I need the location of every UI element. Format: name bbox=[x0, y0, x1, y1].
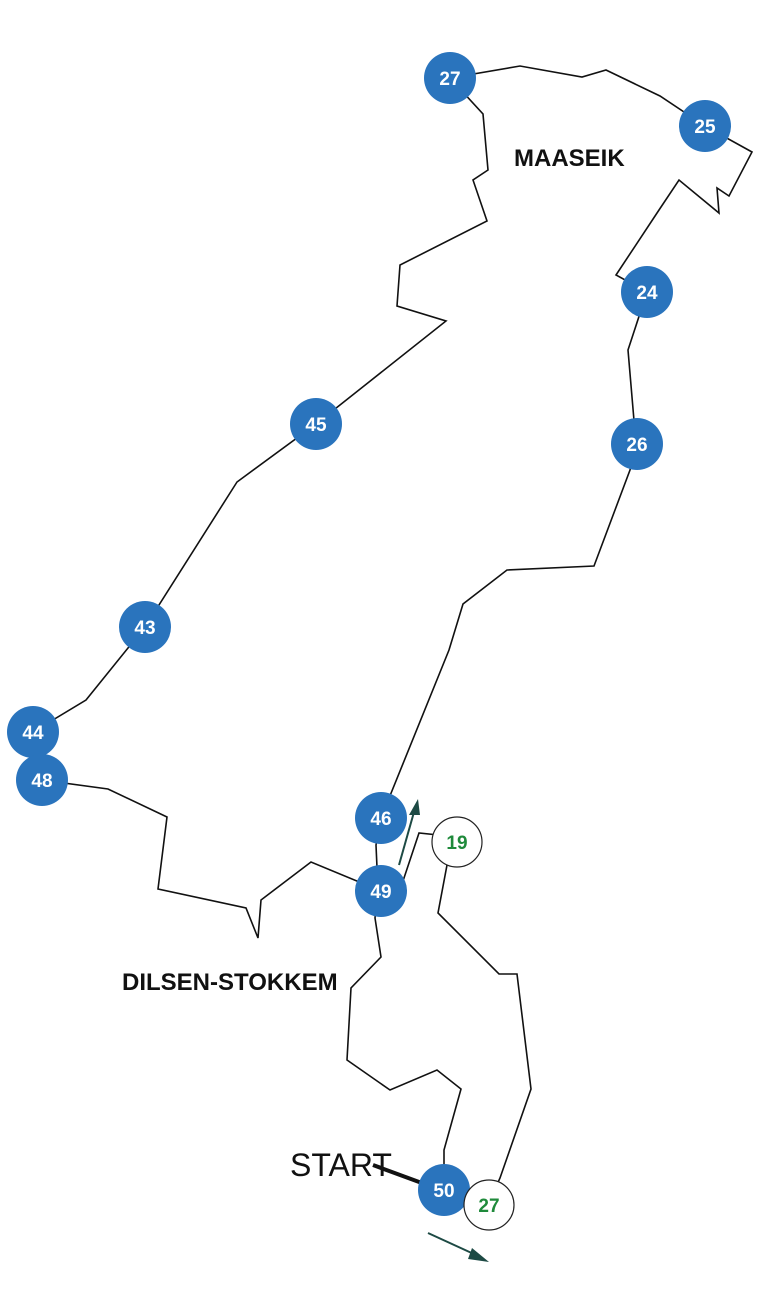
connector-node-label: 19 bbox=[446, 833, 467, 854]
route-node-label: 49 bbox=[370, 882, 391, 903]
route-node-label: 26 bbox=[626, 435, 647, 456]
route-node-label: 45 bbox=[305, 415, 327, 436]
connector-node-label: 27 bbox=[478, 1196, 499, 1217]
route-node-label: 43 bbox=[134, 618, 155, 639]
route-node-45[interactable]: 45 bbox=[290, 398, 342, 450]
route-node-44[interactable]: 44 bbox=[7, 706, 59, 758]
place-label-dilsen-stokkem: DILSEN-STOKKEM bbox=[122, 969, 338, 996]
route-node-label: 44 bbox=[22, 723, 44, 744]
route-node-label: 25 bbox=[694, 117, 716, 138]
route-node-label: 48 bbox=[31, 771, 52, 792]
route-node-46[interactable]: 46 bbox=[355, 792, 407, 844]
route-node-49[interactable]: 49 bbox=[355, 865, 407, 917]
route-node-label: 50 bbox=[433, 1181, 454, 1202]
place-label-maaseik: MAASEIK bbox=[514, 145, 625, 172]
route-node-27[interactable]: 27 bbox=[424, 52, 476, 104]
route-node-25[interactable]: 25 bbox=[679, 100, 731, 152]
direction-arrow-southeast bbox=[427, 1232, 489, 1262]
connector-node-27[interactable]: 27 bbox=[463, 1179, 515, 1231]
route-node-43[interactable]: 43 bbox=[119, 601, 171, 653]
direction-arrow-north bbox=[398, 799, 420, 866]
route-node-label: 24 bbox=[636, 283, 658, 304]
route-node-24[interactable]: 24 bbox=[621, 266, 673, 318]
connector-node-19[interactable]: 19 bbox=[431, 816, 483, 868]
route-node-48[interactable]: 48 bbox=[16, 754, 68, 806]
route-node-50[interactable]: 50 bbox=[418, 1164, 470, 1216]
route-node-label: 46 bbox=[370, 809, 391, 830]
start-label: START bbox=[290, 1147, 392, 1183]
route-node-label: 27 bbox=[439, 69, 460, 90]
route-node-26[interactable]: 26 bbox=[611, 418, 663, 470]
